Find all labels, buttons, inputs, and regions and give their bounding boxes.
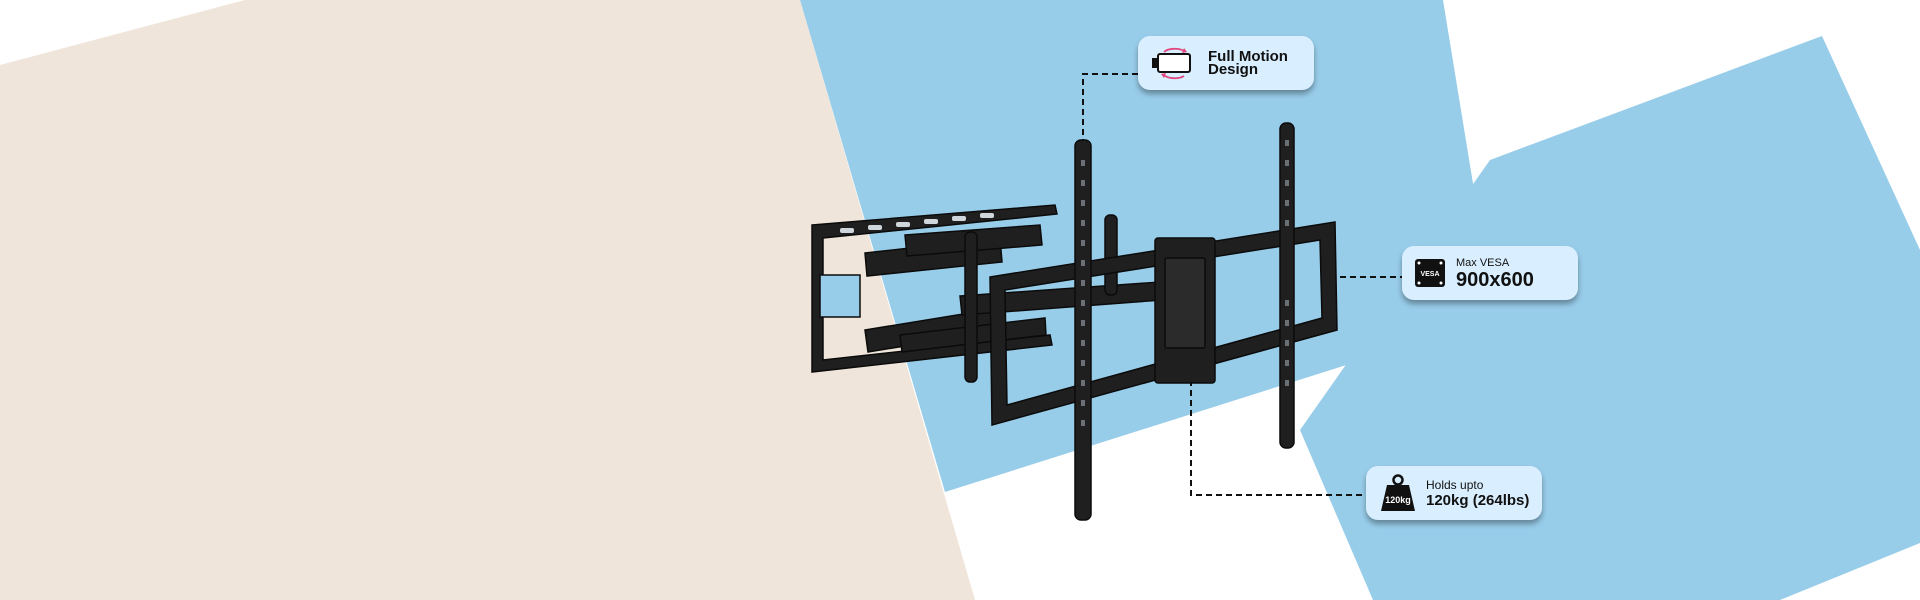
motion-line2: Design [1208, 61, 1259, 78]
callout-full-motion: Full Motion Design [1138, 36, 1314, 90]
callout-weight-capacity: 120kg Holds upto 120kg (264lbs) [1366, 466, 1542, 520]
weight-icon-text: 120kg [1385, 495, 1411, 505]
elbow-left [964, 231, 978, 383]
vesa-icon-text: VESA [1420, 271, 1439, 278]
callout-connectors [1082, 73, 1402, 496]
blue-panel-right [1300, 36, 1920, 600]
rotating-tv-icon [1152, 47, 1191, 80]
weight-label: Holds upto [1426, 477, 1484, 492]
motion-text: Full Motion Design [1208, 48, 1288, 78]
weight-value: 120kg (264lbs) [1426, 491, 1530, 509]
rail-holes [1081, 140, 1289, 426]
motion-line1: Full Motion [1208, 48, 1288, 65]
callout-max-vesa: VESA Max VESA 900x600 [1402, 246, 1578, 300]
vesa-text: Max VESA 900x600 [1456, 257, 1534, 290]
connector-weight [1190, 380, 1366, 496]
tv-mount-image [811, 122, 1338, 521]
vesa-label: Max VESA [1456, 256, 1510, 269]
connector-motion [1082, 73, 1138, 140]
rail-left [1074, 139, 1092, 521]
elbow-mid [1104, 214, 1118, 296]
rail-right [1279, 122, 1295, 449]
vesa-value: 900x600 [1456, 268, 1534, 291]
wall-plate [811, 204, 1058, 373]
beige-panel [0, 0, 975, 600]
vesa-plate-icon: VESA [1415, 259, 1445, 287]
weight-text: Holds upto 120kg (264lbs) [1426, 478, 1529, 509]
weight-icon: 120kg [1381, 474, 1415, 511]
tilt-plate-inner [1164, 257, 1206, 349]
wall-plate-slot [819, 274, 861, 318]
wall-plate-holes [840, 213, 994, 233]
